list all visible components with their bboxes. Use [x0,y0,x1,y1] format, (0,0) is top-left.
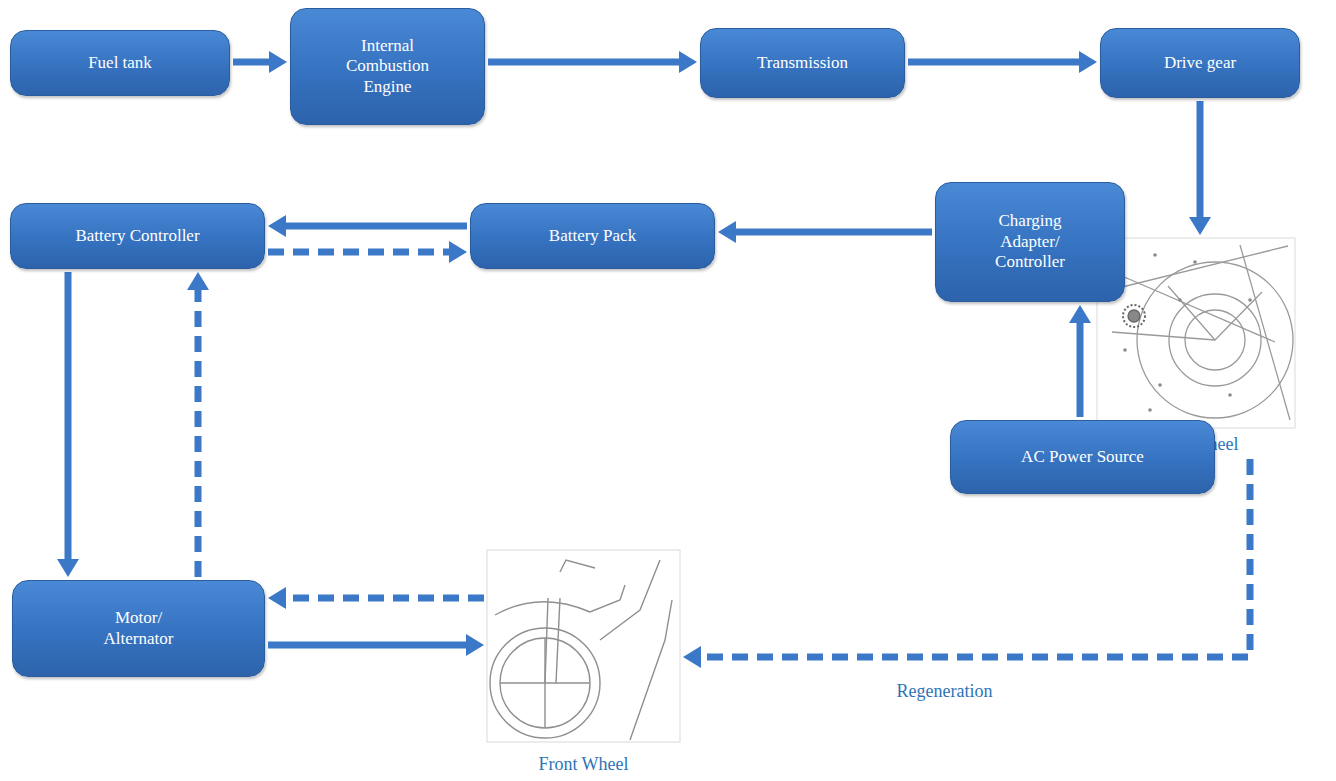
box-label: Battery Controller [75,226,199,246]
solid-arrow [488,59,681,66]
dashed-arrow [268,249,451,256]
box-label: Fuel tank [88,53,152,73]
solid-arrow [233,59,271,66]
process-box: Fuel tank [10,30,230,96]
process-box: Motor/ Alternator [12,580,265,677]
box-label: Motor/ Alternator [89,608,189,649]
edge-label: Regeneration [894,681,996,703]
picture-caption: Front Wheel [487,754,680,776]
solid-arrow [734,229,932,236]
process-box: Internal Combustion Engine [290,8,485,125]
solid-arrow [65,272,72,561]
box-label: Transmission [757,53,848,73]
dashed-arrow [284,595,484,602]
process-box: Transmission [700,28,905,98]
process-box: Drive gear [1100,28,1300,98]
solid-arrow [1197,101,1204,219]
box-label: Internal Combustion Engine [328,36,448,97]
box-label: Drive gear [1164,53,1236,73]
rear-wheel-drawing [1097,238,1295,428]
dashed-arrow [195,288,202,577]
process-box: Charging Adapter/ Controller [935,182,1125,302]
process-box: Battery Controller [10,203,265,269]
solid-arrow [268,642,468,649]
box-label: Charging Adapter/ Controller [975,211,1085,272]
box-label: Battery Pack [549,226,636,246]
wheel-picture: Front Wheel [487,550,680,776]
front-wheel-drawing [487,550,680,742]
solid-arrow [908,59,1081,66]
solid-arrow [1077,321,1084,417]
box-label: AC Power Source [1021,447,1144,467]
solid-arrow [284,223,467,230]
process-box: Battery Pack [470,203,715,269]
process-box: AC Power Source [950,420,1215,494]
